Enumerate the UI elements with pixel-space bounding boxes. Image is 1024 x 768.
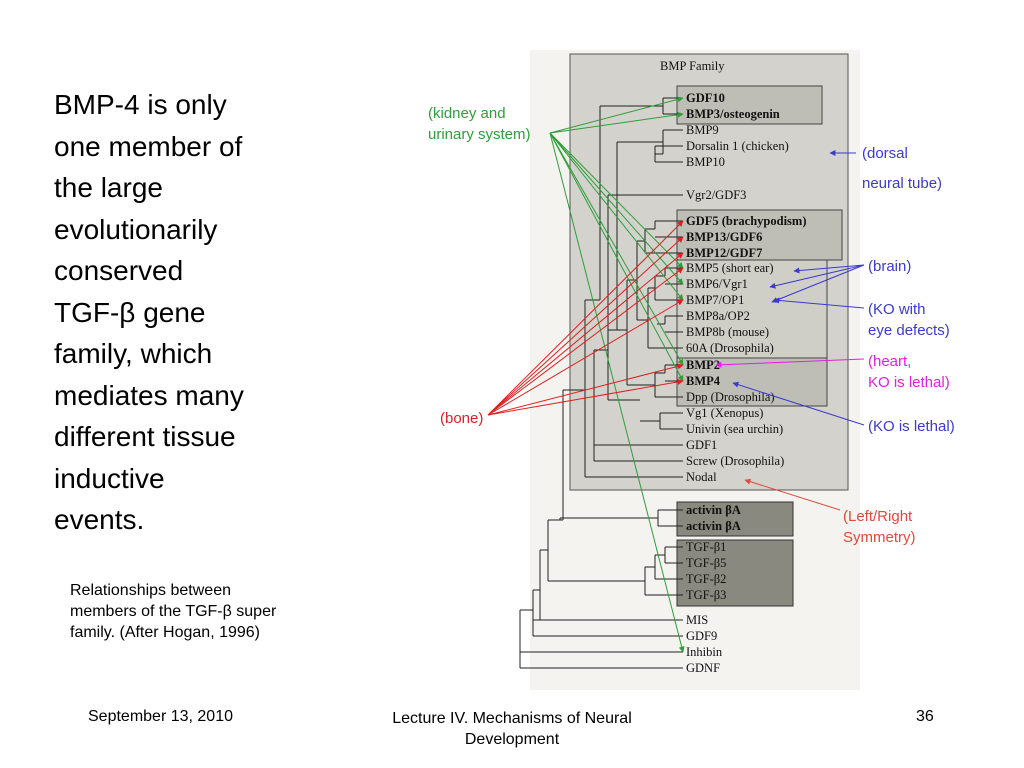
member-label: BMP5 (short ear) — [686, 261, 774, 275]
member-label: BMP6/Vgr1 — [686, 277, 748, 291]
member-label: TGF-β1 — [686, 540, 726, 554]
member-label: GDF10 — [686, 91, 725, 105]
annotation-bone: (bone) — [440, 410, 483, 427]
blue-arrows — [732, 150, 865, 426]
footer-title: Lecture IV. Mechanisms of Neural Develop… — [392, 710, 632, 748]
main-text-line: family, which — [54, 338, 213, 369]
annotation-kidney-line1: (kidney and — [428, 105, 506, 122]
main-text-line: TGF-β gene — [54, 296, 206, 328]
member-labels: GDF10 BMP3/osteogenin BMP9 Dorsalin 1 (c… — [686, 91, 807, 675]
footer-date: September 13, 2010 — [88, 708, 233, 725]
member-label: Screw (Drosophila) — [686, 454, 784, 468]
bmp-family-title: BMP Family — [660, 59, 725, 73]
member-label: Vgr2/GDF3 — [686, 188, 746, 202]
figure-caption: Relationships between members of the TGF… — [70, 580, 360, 643]
kidney-arrows — [549, 96, 685, 653]
tree-lines — [519, 97, 683, 669]
caption-line: Relationships between — [70, 582, 231, 599]
member-label: GDF5 (brachypodism) — [686, 214, 807, 228]
member-label: Vg1 (Xenopus) — [686, 406, 763, 420]
annotation-left-right-line1: (Left/Right — [843, 508, 913, 525]
member-label: BMP2 — [686, 358, 720, 372]
gdf5-group-box — [676, 209, 843, 261]
main-text-line: evolutionarily — [54, 213, 218, 245]
annotation-ko-lethal: (KO is lethal) — [868, 418, 955, 435]
member-label: TGF-β3 — [686, 588, 726, 602]
left-right-arrow — [744, 478, 841, 511]
footer-page-number: 36 — [916, 708, 934, 725]
tgf-beta-group-box — [676, 539, 794, 607]
main-text-line: BMP-4 is only — [54, 89, 227, 120]
member-label: 60A (Drosophila) — [686, 341, 774, 355]
annotation-heart-line2: KO is lethal) — [868, 374, 950, 391]
member-label: GDF1 — [686, 438, 717, 452]
heart-arrow — [715, 358, 865, 368]
main-text-line: events. — [54, 504, 145, 535]
bmp5-group-box — [676, 259, 828, 359]
main-text-line: the large — [54, 172, 163, 203]
member-label: BMP8a/OP2 — [686, 309, 750, 323]
member-label: BMP10 — [686, 155, 725, 169]
member-label: BMP13/GDF6 — [686, 230, 762, 244]
gdf10-group-box — [676, 85, 823, 125]
member-label: MIS — [686, 613, 708, 627]
annotation-left-right-line2: Symmetry) — [843, 529, 916, 546]
member-label: Inhibin — [686, 645, 723, 659]
member-label: BMP4 — [686, 374, 721, 388]
member-label: activin βA — [686, 519, 741, 533]
caption-line: members of the TGF-β super — [70, 603, 277, 620]
annotation-ko-eye-line1: (KO with — [868, 301, 926, 318]
annotation-dorsal-line2: neural tube) — [862, 175, 942, 192]
activin-group-box — [676, 501, 794, 537]
member-label: GDNF — [686, 661, 720, 675]
annotation-ko-eye-line2: eye defects) — [868, 322, 950, 339]
member-label: BMP9 — [686, 123, 719, 137]
main-text-line: different tissue — [54, 421, 236, 452]
member-label: Dorsalin 1 (chicken) — [686, 139, 789, 153]
member-label: Univin (sea urchin) — [686, 422, 783, 436]
main-text-line: conserved — [54, 255, 184, 286]
caption-line: family. (After Hogan, 1996) — [70, 624, 261, 641]
bone-arrows — [487, 220, 684, 416]
annotation-kidney-line2: urinary system) — [428, 126, 531, 143]
member-label: activin βA — [686, 503, 741, 517]
member-label: BMP8b (mouse) — [686, 325, 769, 339]
annotation-brain: (brain) — [868, 258, 911, 275]
member-label: BMP3/osteogenin — [686, 107, 780, 121]
member-label: TGF-β2 — [686, 572, 726, 586]
member-label: Nodal — [686, 470, 717, 484]
member-label: BMP7/OP1 — [686, 293, 744, 307]
annotation-dorsal-line1: (dorsal — [862, 145, 908, 162]
member-label: Dpp (Drosophila) — [686, 390, 775, 404]
main-text-line: inductive — [54, 462, 165, 494]
annotation-heart-line1: (heart, — [868, 353, 911, 370]
main-text-line: one member of — [54, 130, 243, 162]
main-text: BMP-4 is only one member of the large ev… — [54, 84, 304, 541]
member-label: BMP12/GDF7 — [686, 246, 762, 260]
main-text-line: mediates many — [54, 379, 244, 411]
member-label: TGF-β5 — [686, 556, 726, 570]
member-label: GDF9 — [686, 629, 717, 643]
